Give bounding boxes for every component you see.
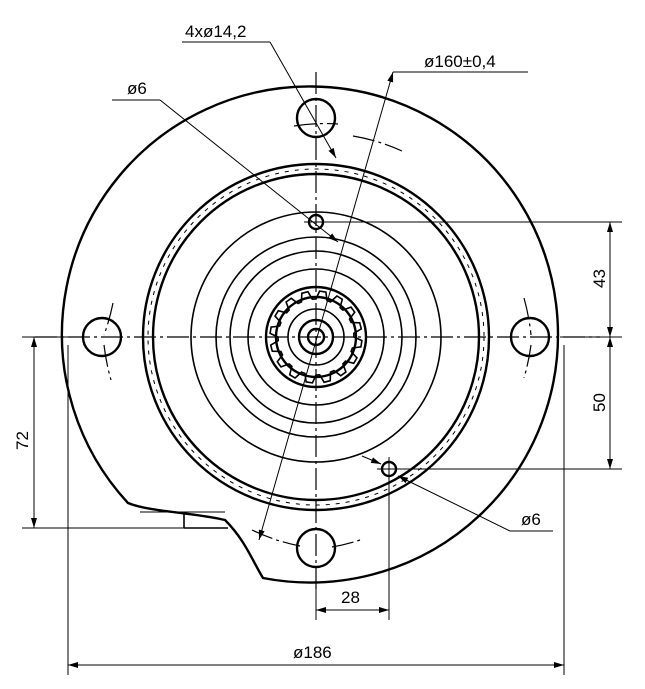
label-dim-50: 50	[590, 393, 609, 412]
bolt-hole-right	[509, 316, 551, 358]
leader-pin-top: ø6	[112, 79, 339, 243]
label-bolt-holes: 4xø14,2	[185, 22, 246, 41]
label-pitch-circle: ø160±0,4	[424, 52, 496, 71]
flange-notch	[140, 511, 228, 529]
bolt-hole-left	[81, 316, 123, 358]
label-dim-186: ø186	[293, 643, 332, 662]
dimension-43: 43	[324, 221, 622, 338]
dimension-72: 72	[13, 336, 184, 529]
label-dim-28: 28	[341, 588, 360, 607]
label-dim-43: 43	[590, 269, 609, 288]
label-pin-top: ø6	[127, 79, 147, 98]
label-pin-bottom: ø6	[521, 510, 541, 529]
dimension-186: ø186	[67, 345, 565, 675]
dimension-28: 28	[315, 476, 390, 620]
leader-pin-bottom: ø6	[361, 455, 553, 532]
dimension-50: 50	[396, 337, 622, 470]
leader-pitch-circle: ø160±0,4	[258, 52, 528, 541]
label-dim-72: 72	[13, 431, 32, 450]
